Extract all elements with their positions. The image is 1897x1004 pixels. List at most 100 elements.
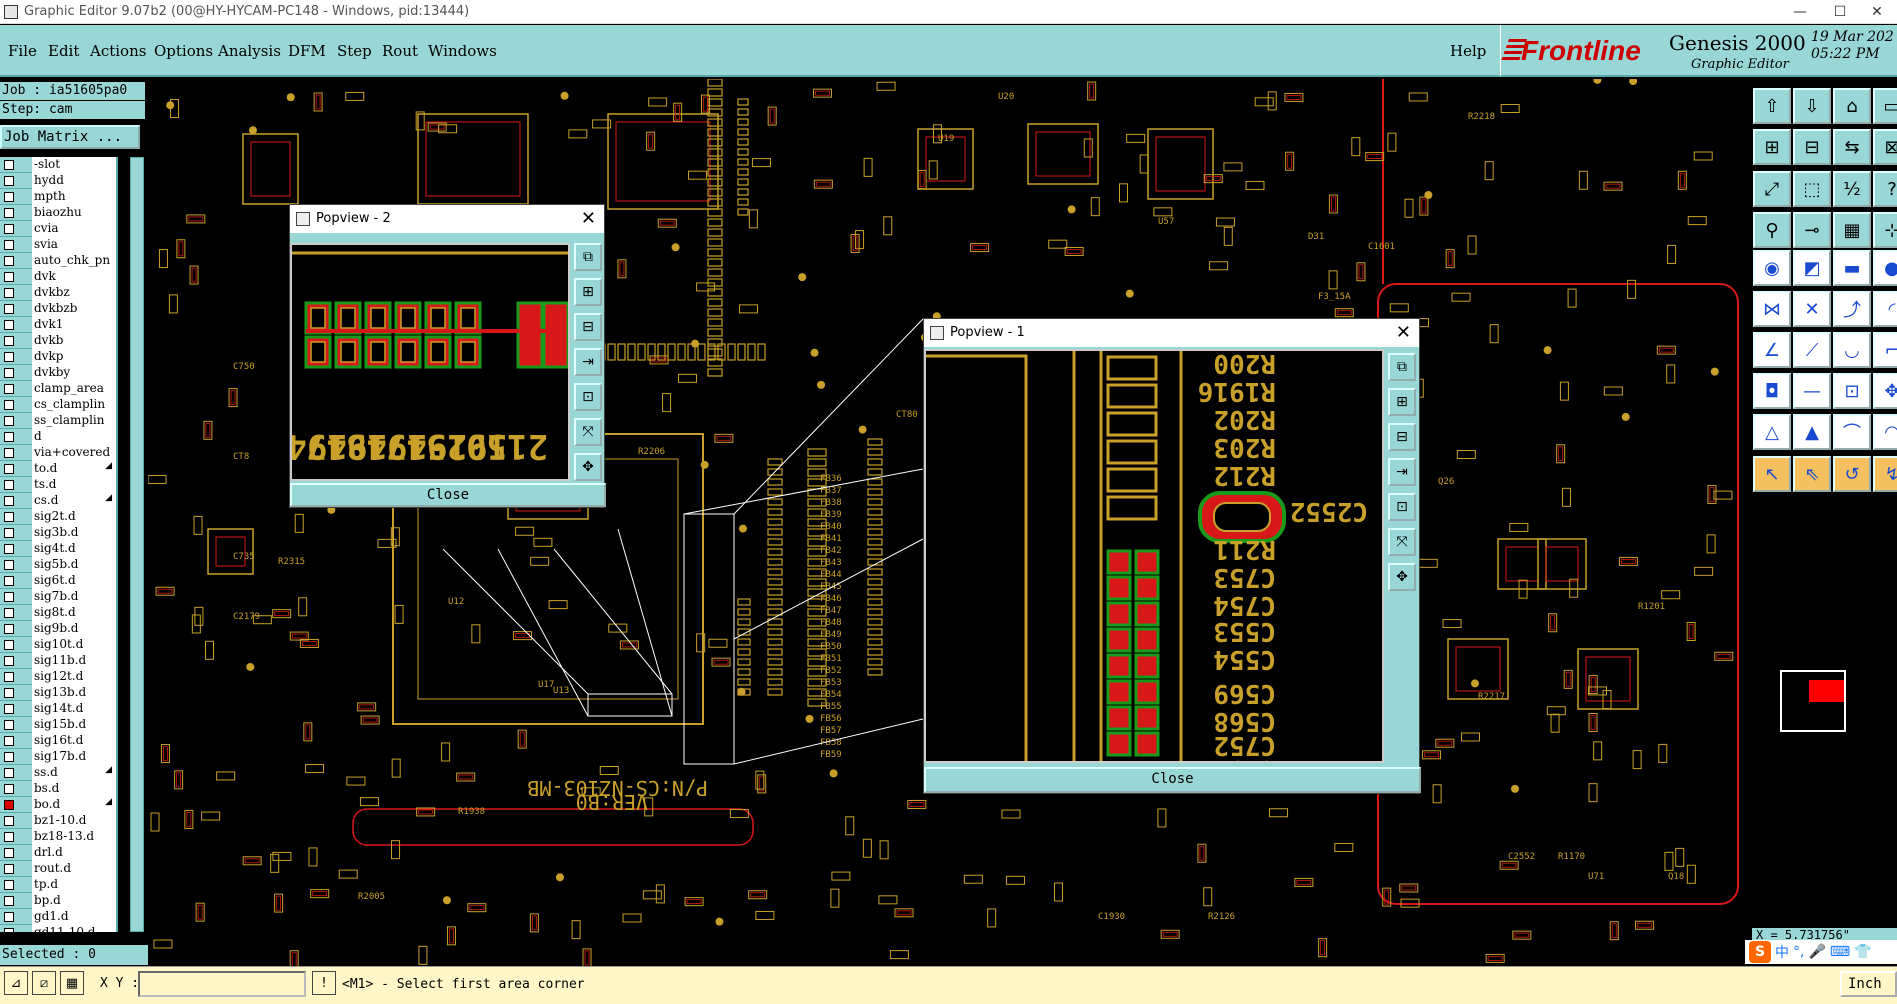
ime-mic-icon[interactable]: 🎤 (1808, 944, 1826, 960)
menu-step[interactable]: Step (337, 42, 372, 60)
layer-row[interactable]: bz1-10.d (0, 813, 116, 829)
maximize-button[interactable]: ☐ (1833, 4, 1847, 20)
net-icon[interactable]: ⊹ (1873, 212, 1897, 248)
layer-checkbox[interactable] (4, 400, 14, 410)
layer-checkbox[interactable] (4, 160, 14, 170)
help-icon[interactable]: ? (1873, 171, 1897, 207)
slope-icon[interactable]: ⟋ (1793, 332, 1831, 368)
popview-2-titlebar[interactable]: Popview - 2 ✕ (290, 205, 604, 233)
close-icon[interactable]: ✕ (1395, 322, 1411, 343)
layer-checkbox[interactable] (4, 224, 14, 234)
layer-checkbox[interactable] (4, 672, 14, 682)
info-icon[interactable]: ! (312, 971, 336, 995)
layer-checkbox[interactable] (4, 480, 14, 490)
layer-checkbox[interactable] (4, 592, 14, 602)
zoom-out-icon[interactable]: ⊟ (1388, 423, 1416, 451)
arch-icon[interactable]: ⌒ (1833, 414, 1871, 450)
layer-checkbox[interactable] (4, 368, 14, 378)
pointer-bend-icon[interactable]: ↯ (1873, 456, 1897, 492)
layer-row[interactable]: svia (0, 237, 116, 253)
xy-input[interactable] (138, 971, 306, 997)
zoom-fit-icon[interactable]: ⧉ (1388, 353, 1416, 381)
layer-checkbox[interactable] (4, 272, 14, 282)
layer-row[interactable]: drl.d (0, 845, 116, 861)
layer-row[interactable]: to.d◢ (0, 461, 116, 477)
layer-row[interactable]: dvkb (0, 333, 116, 349)
zoom-out-icon[interactable]: ⊟ (1793, 129, 1831, 165)
layer-row[interactable]: dvkbz (0, 285, 116, 301)
layer-checkbox[interactable] (4, 896, 14, 906)
layer-checkbox[interactable] (4, 432, 14, 442)
job-matrix-button[interactable]: Job Matrix ... (0, 125, 140, 149)
redraw-icon[interactable]: ⊡ (574, 383, 602, 411)
layer-down-icon[interactable]: ⇩ (1793, 88, 1831, 124)
layer-row[interactable]: rout.d (0, 861, 116, 877)
triangle-icon[interactable]: △ (1753, 414, 1791, 450)
ime-chinese-icon[interactable]: 中 (1775, 945, 1789, 961)
zoom-in-icon[interactable]: ⊞ (574, 278, 602, 306)
ime-punct-icon[interactable]: °, (1793, 944, 1805, 960)
snap-icon[interactable]: ⊸ (1793, 212, 1831, 248)
zoom-in-icon[interactable]: ⊞ (1753, 129, 1791, 165)
layer-row[interactable]: sig5b.d (0, 557, 116, 573)
layer-row[interactable]: d (0, 429, 116, 445)
center-icon[interactable]: ✥ (574, 453, 602, 481)
popview-2-close-button[interactable]: Close (290, 483, 606, 507)
layer-checkbox[interactable] (4, 336, 14, 346)
snap-icon[interactable]: ⊿ (4, 971, 28, 995)
layer-checkbox[interactable] (4, 448, 14, 458)
polygon-icon[interactable]: ◩ (1793, 250, 1831, 286)
menu-windows[interactable]: Windows (428, 42, 497, 60)
layer-checkbox[interactable] (4, 544, 14, 554)
menu-edit[interactable]: Edit (48, 42, 80, 60)
layer-row[interactable]: sig3b.d (0, 525, 116, 541)
ruler-icon[interactable]: ▬ (1833, 250, 1871, 286)
measure-icon[interactable]: ⚲ (1753, 212, 1791, 248)
layer-row[interactable]: hydd (0, 173, 116, 189)
layer-row[interactable]: gd11-10.d (0, 925, 116, 932)
measure-icon[interactable]: ⧄ (32, 971, 56, 995)
layer-checkbox[interactable] (4, 560, 14, 570)
expand-icon[interactable]: ⤧ (1388, 528, 1416, 556)
zoom-out-icon[interactable]: ⊟ (574, 313, 602, 341)
layer-row[interactable]: sig15b.d (0, 717, 116, 733)
menu-options[interactable]: Options (154, 42, 214, 60)
layer-checkbox[interactable] (4, 832, 14, 842)
ime-keyboard-icon[interactable]: ⌨ (1829, 944, 1851, 960)
layer-row[interactable]: dvkp (0, 349, 116, 365)
layer-row[interactable]: sig4t.d (0, 541, 116, 557)
layer-checkbox[interactable] (4, 496, 14, 506)
layer-checkbox[interactable] (4, 304, 14, 314)
frame-icon[interactable]: ▭ (1873, 88, 1897, 124)
pcb-board-view[interactable]: U12U13U19U20U26U57F3_15ACT80CT55CT54Q26C… (148, 79, 1750, 966)
menu-rout[interactable]: Rout (382, 42, 419, 60)
arc-icon[interactable]: ◜ (1873, 291, 1897, 327)
layer-row[interactable]: ts.d (0, 477, 116, 493)
pan-icon[interactable]: ⇥ (1388, 458, 1416, 486)
cross-icon[interactable]: ✕ (1793, 291, 1831, 327)
layer-row[interactable]: via+covered (0, 445, 116, 461)
layer-checkbox[interactable] (4, 576, 14, 586)
layer-checkbox[interactable] (4, 912, 14, 922)
layer-checkbox[interactable] (4, 352, 14, 362)
ime-skin-icon[interactable]: 👕 (1854, 944, 1872, 960)
pad-icon[interactable]: ◉ (1753, 250, 1791, 286)
curve-icon[interactable]: ◡ (1833, 332, 1871, 368)
zoom-in-icon[interactable]: ⊞ (1388, 388, 1416, 416)
popview-1-titlebar[interactable]: Popview - 1 ✕ (924, 319, 1419, 347)
menu-file[interactable]: File (8, 42, 37, 60)
layer-row[interactable]: ss.d◢ (0, 765, 116, 781)
layer-up-icon[interactable]: ⇧ (1753, 88, 1791, 124)
layer-row[interactable]: tp.d (0, 877, 116, 893)
layer-row[interactable]: bo.d◢ (0, 797, 116, 813)
expand-icon[interactable]: ⤧ (574, 418, 602, 446)
layer-checkbox[interactable] (4, 752, 14, 762)
layer-row[interactable]: sig6t.d (0, 573, 116, 589)
layer-checkbox[interactable] (4, 864, 14, 874)
bend-icon[interactable]: ⌐ (1873, 332, 1897, 368)
grid-icon[interactable]: ▦ (60, 971, 84, 995)
layer-checkbox[interactable] (4, 704, 14, 714)
zoom-window-icon[interactable]: ⬚ (1793, 171, 1831, 207)
